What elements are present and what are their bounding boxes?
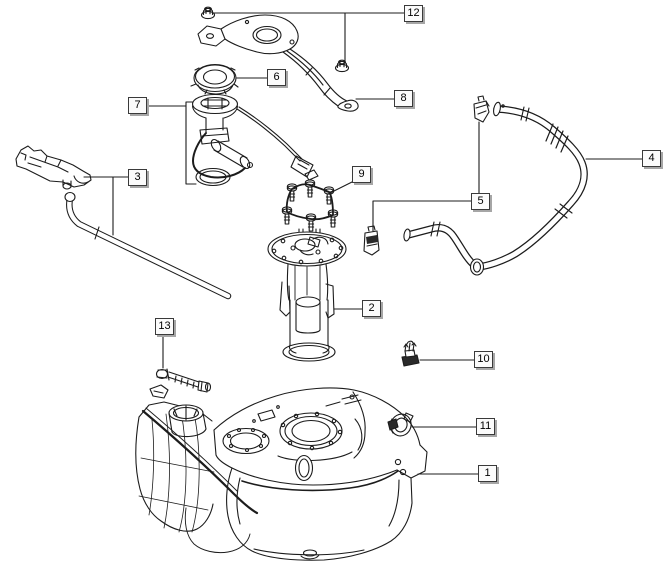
callout-6[interactable]: 6 [267, 69, 286, 86]
callout-10[interactable]: 10 [474, 351, 493, 368]
mounting-bolt-drawing [155, 368, 212, 393]
leader-line-7 [146, 101, 197, 185]
callout-4[interactable]: 4 [642, 150, 661, 167]
callout-7[interactable]: 7 [128, 97, 147, 114]
fuel-pump-sender-drawing [191, 93, 319, 187]
callout-9[interactable]: 9 [352, 166, 371, 183]
mounting-strap-drawing [197, 14, 359, 112]
screw-set-drawing [281, 179, 339, 232]
callout-3[interactable]: 3 [128, 169, 147, 186]
callout-2[interactable]: 2 [362, 300, 381, 317]
retaining-clips-drawing [363, 95, 490, 256]
callout-1[interactable]: 1 [478, 465, 497, 482]
leader-lines [83, 12, 643, 475]
leader-line-12 [212, 12, 405, 62]
pipe-clip-drawing [401, 340, 420, 367]
leader-line-3 [83, 176, 129, 236]
lock-ring-drawing [190, 63, 239, 95]
callout-5[interactable]: 5 [471, 193, 490, 210]
callout-11[interactable]: 11 [476, 418, 495, 435]
fuel-pump-module-drawing [267, 228, 347, 362]
callout-8[interactable]: 8 [394, 90, 413, 107]
callout-13[interactable]: 13 [155, 318, 174, 335]
callout-12[interactable]: 12 [404, 5, 423, 22]
filler-neck-drawing [15, 145, 232, 300]
hose-clamp-drawing [387, 412, 414, 437]
leader-line-5 [372, 121, 480, 232]
fuel-hose-drawing [403, 101, 588, 276]
fuel-tank-drawing [135, 384, 428, 561]
